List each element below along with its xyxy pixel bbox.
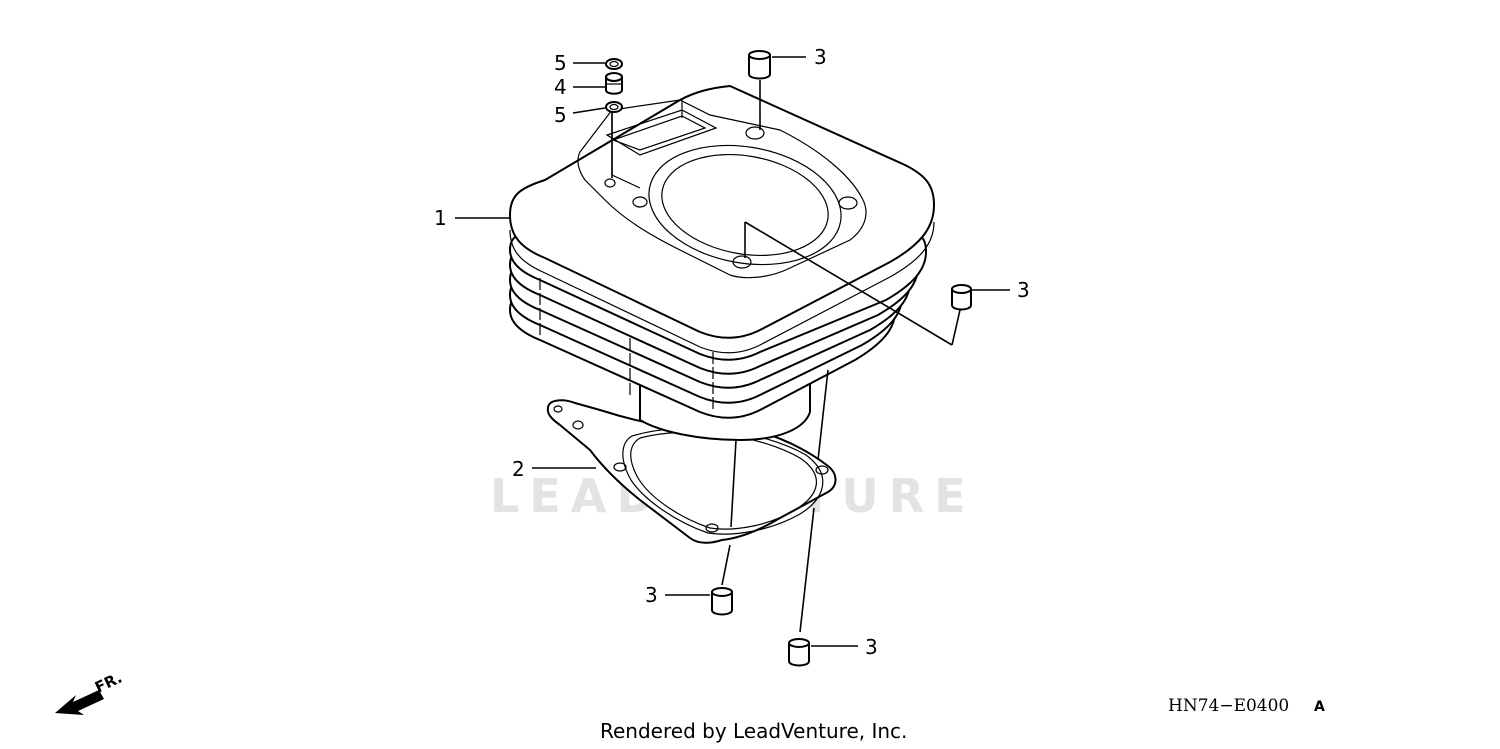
callout-3-top[interactable]: 3	[814, 45, 827, 69]
callout-3-bottom-right[interactable]: 3	[865, 635, 878, 659]
washer-top[interactable]	[605, 58, 623, 70]
cylinder-barrel[interactable]	[509, 85, 935, 441]
callout-1[interactable]: 1	[434, 206, 447, 230]
dowel-pin-right[interactable]	[951, 284, 972, 311]
callout-3-right[interactable]: 3	[1017, 278, 1030, 302]
front-direction-label: FR.	[92, 669, 125, 697]
leader-lines	[455, 56, 1010, 647]
diagram-code: HN74−E0400	[1168, 696, 1289, 716]
front-direction-arrow-icon	[55, 690, 104, 715]
callout-2[interactable]: 2	[512, 457, 525, 481]
dowel-pin-bottom-right[interactable]	[788, 638, 810, 667]
dowel-pin-bottom-left[interactable]	[711, 587, 733, 616]
callout-5-bottom[interactable]: 5	[554, 103, 567, 127]
dowel-pin-top[interactable]	[748, 50, 771, 80]
callout-3-bottom-left[interactable]: 3	[645, 583, 658, 607]
callout-5-top[interactable]: 5	[554, 51, 567, 75]
collar[interactable]	[605, 72, 623, 95]
footer-credit: Rendered by LeadVenture, Inc.	[600, 719, 907, 743]
callout-4[interactable]: 4	[554, 75, 567, 99]
diagram-code-suffix: A	[1314, 699, 1325, 715]
washer-bottom[interactable]	[605, 101, 623, 113]
alignment-lines	[611, 80, 961, 633]
